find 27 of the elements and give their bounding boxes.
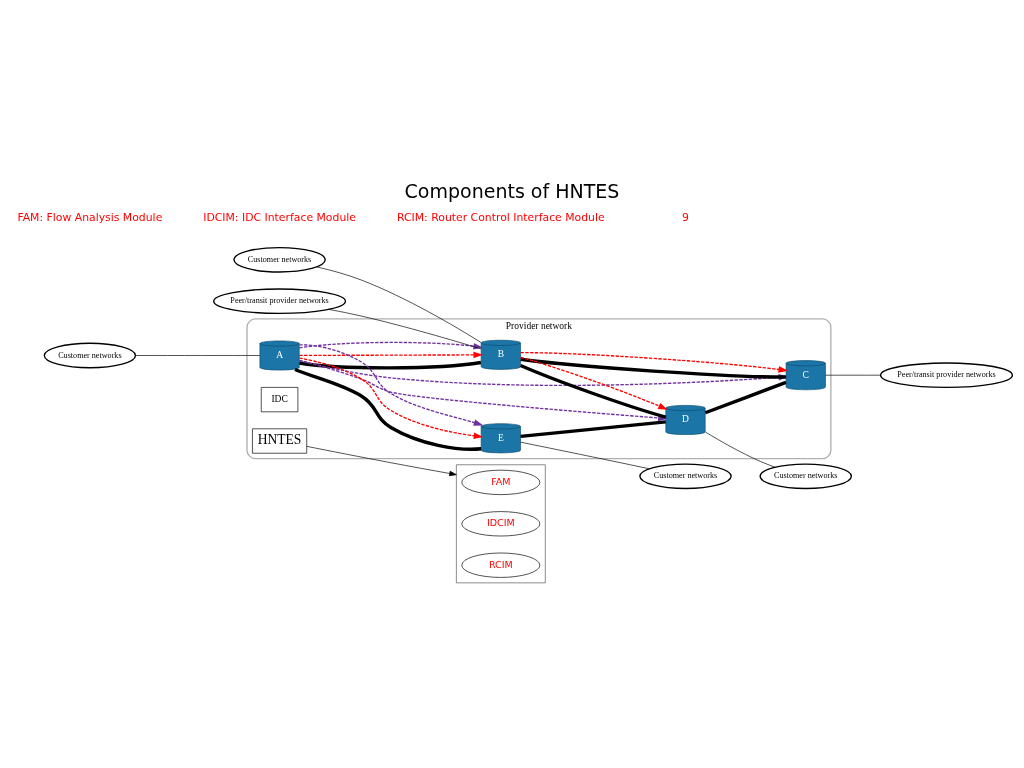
connector [135, 355, 261, 356]
arrow [298, 357, 484, 440]
label: RCIM: Router Control Interface Module [396, 210, 605, 224]
node-box: HNTES [252, 428, 308, 454]
connector [299, 360, 482, 370]
connector [520, 357, 786, 379]
node-box: IDC [260, 387, 299, 413]
arrow [298, 351, 483, 359]
label: IDCIM: IDC Interface Module [203, 210, 356, 224]
arrow [520, 352, 788, 373]
connector [316, 266, 482, 343]
arrow [519, 356, 668, 410]
cluster [456, 464, 546, 584]
connector [519, 363, 667, 419]
connector [705, 431, 776, 468]
arrow [306, 446, 457, 477]
connector [825, 374, 881, 376]
connector [520, 420, 666, 439]
connector [520, 441, 650, 470]
connector [294, 368, 482, 451]
node-ellipse: FAM [461, 469, 541, 495]
label: FAM: Flow Analysis Module [17, 210, 163, 224]
node-ellipse: RCIM [461, 552, 541, 578]
connector [704, 380, 787, 415]
node-ellipse: IDCIM [461, 511, 541, 537]
label: 9 [682, 210, 689, 224]
diagram-title: Components of HNTES [404, 179, 620, 202]
